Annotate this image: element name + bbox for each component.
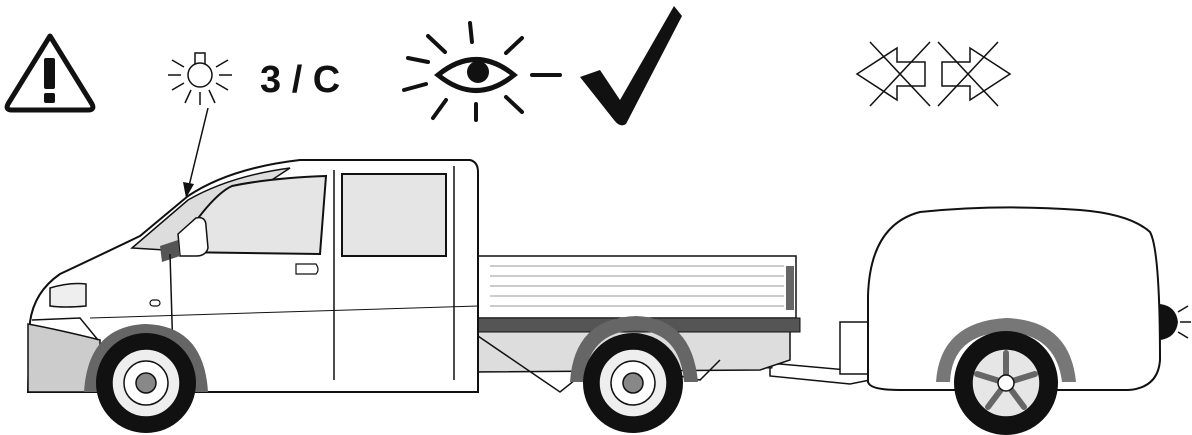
lamp-code-label: 3 / C (260, 59, 340, 101)
trailer (770, 207, 1191, 435)
eye-check-icon (404, 23, 560, 120)
bulb-icon (168, 53, 232, 105)
pickup-truck (28, 160, 800, 433)
pointer-arrow (183, 108, 208, 198)
warning-triangle-icon (7, 36, 93, 110)
no-turn-signal-left-icon (857, 42, 930, 106)
checkmark-icon (580, 6, 682, 125)
no-turn-signal-right-icon (938, 42, 1010, 106)
